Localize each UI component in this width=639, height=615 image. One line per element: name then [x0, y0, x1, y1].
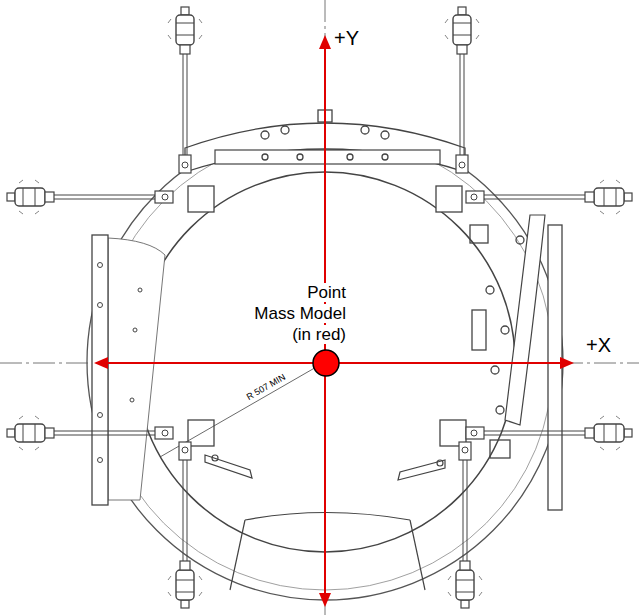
- axis-label: +Y: [334, 27, 359, 49]
- model-note: Point Mass Model (in red): [254, 283, 346, 344]
- model-note-box: Point Mass Model (in red): [254, 282, 346, 345]
- dimension-label-box: R 507 MIN: [243, 371, 289, 403]
- axis-label-box: +X: [586, 334, 611, 357]
- axis-label-box: +Y: [334, 27, 359, 50]
- dimension-label: R 507 MIN: [243, 371, 289, 403]
- axis-label: +X: [586, 334, 611, 356]
